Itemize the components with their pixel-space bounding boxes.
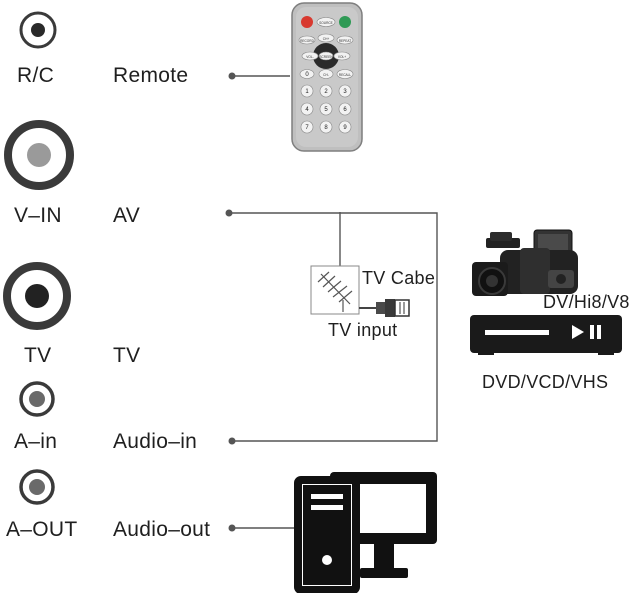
av-audio-connector-line [230, 212, 438, 442]
remote-key-label: REPEAT [339, 39, 352, 43]
dvd-player-icon [470, 315, 622, 355]
remote-digit-label: 7 [305, 125, 309, 131]
remote-key-label: RECORD [300, 39, 315, 43]
a-out-jack [19, 469, 55, 505]
remote-control-image [291, 2, 363, 152]
remote-digit-label: 3 [343, 89, 347, 95]
coax-plug-icon [376, 302, 385, 314]
audio-out-dot [228, 524, 236, 532]
antenna-icon [310, 265, 410, 317]
remote-key-label: SCREEN [319, 55, 333, 59]
camcorder-label: DV/Hi8/V8 [543, 292, 630, 312]
remote-key-label: CH+ [323, 37, 330, 41]
remote-key-label: VOL+ [338, 55, 346, 59]
remote-digit-label: 9 [343, 125, 347, 131]
antenna-title: TV Cabe [362, 268, 436, 288]
function-label-remote: Remote [113, 64, 189, 87]
antenna-caption: TV input [328, 320, 398, 340]
rc-jack [19, 11, 57, 49]
remote-key-label: CH- [323, 73, 329, 77]
a-in-jack [19, 381, 55, 417]
play-icon [572, 325, 584, 339]
tv-jack [3, 262, 71, 330]
player-label: DVD/VCD/VHS [482, 372, 609, 392]
av-dot [225, 209, 233, 217]
camcorder-icon [472, 229, 578, 296]
pause-icon [590, 325, 594, 339]
power-button-icon [301, 16, 313, 28]
remote-digit-label: 5 [324, 107, 328, 113]
connector-dots [225, 72, 236, 532]
function-label-audio-out: Audio–out [113, 518, 211, 541]
v-in-jack [4, 120, 74, 190]
remote-key-label: VOL- [306, 55, 313, 59]
remote-digit-label: 8 [324, 125, 328, 131]
port-label-rc: R/C [17, 64, 55, 87]
port-label-a-in: A–in [14, 430, 58, 453]
mute-button-icon [339, 16, 351, 28]
port-label-a-out: A–OUT [6, 518, 78, 541]
computer-icon [294, 472, 437, 593]
remote-key-label: SOURCE [319, 21, 333, 25]
remote-digit-label: 6 [343, 107, 347, 113]
port-label-tv: TV [24, 344, 52, 367]
remote-digit-label: 2 [324, 89, 328, 95]
function-label-av: AV [113, 204, 141, 227]
remote-digit-label: 1 [305, 89, 309, 95]
connector-lines [230, 75, 438, 529]
port-label-v-in: V–IN [14, 204, 62, 227]
remote-key-label: RECALL [339, 73, 352, 77]
remote-digit-label: 4 [305, 107, 309, 113]
function-label-audio-in: Audio–in [113, 430, 198, 453]
audio-in-dot [228, 437, 236, 445]
function-label-tv: TV [113, 344, 141, 367]
remote-digit-label: 0 [305, 72, 309, 78]
remote-dot [228, 72, 236, 80]
